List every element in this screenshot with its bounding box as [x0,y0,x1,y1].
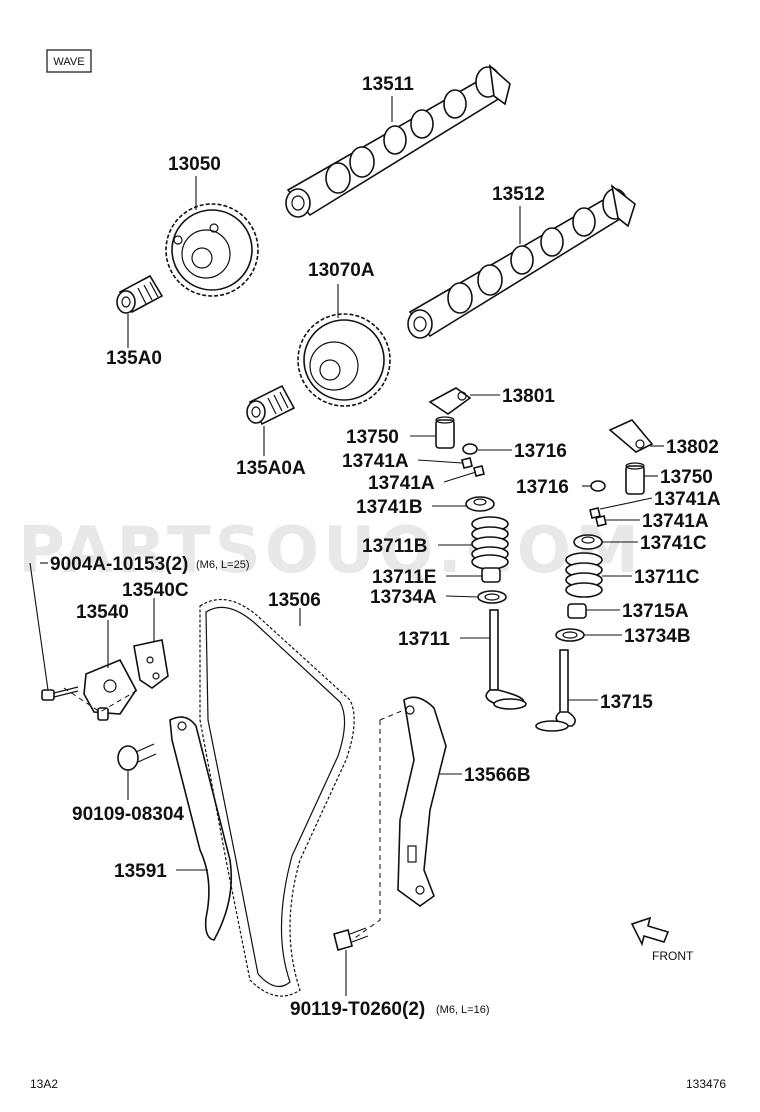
label-13711e: 13711E [372,567,436,588]
label-90119-t0260-note: (M6, L=16) [436,1004,490,1016]
chain-tensioner-13540[interactable] [83,658,137,721]
label-13711: 13711 [398,629,450,650]
assembly-guide-lines [63,687,405,941]
camshaft-13511[interactable] [285,63,511,218]
front-label: FRONT [652,949,694,963]
label-13802: 13802 [666,437,719,458]
valve-lifter-13716-right[interactable] [590,480,606,492]
spring-seat-13734a[interactable] [477,590,507,604]
wave-tag-label: WAVE [53,56,84,68]
chain-slipper-13566b[interactable] [397,696,447,907]
label-13711b: 13711B [362,536,428,557]
label-13506: 13506 [268,590,321,611]
label-90109-08304: 90109-08304 [72,804,184,825]
label-13711c: 13711C [634,567,700,588]
leader-lines [29,96,664,996]
watermark: PARTSOUQ.COM [18,514,643,588]
label-13741b: 13741B [356,497,423,518]
spring-retainer-13741b[interactable] [465,496,495,512]
valve-spring-13711c[interactable] [565,552,603,598]
label-13540c: 13540C [122,580,189,601]
label-13750-right: 13750 [660,467,713,488]
footer-left-code: 13A2 [30,1077,58,1091]
chain-tensioner-bracket-13540c[interactable] [133,639,169,689]
wave-tag: WAVE [46,49,92,73]
label-13734a: 13734A [370,587,437,608]
label-13716-right: 13716 [516,477,569,498]
bolt-135a0[interactable] [116,274,164,314]
bolt-135a0a[interactable] [246,384,296,426]
timing-chain-13506[interactable] [199,598,355,997]
label-9004a-10153-note: (M6, L=25) [196,559,250,571]
valve-spring-13711b[interactable] [471,516,509,570]
label-13750-left: 13750 [346,427,399,448]
valve-lifter-13716-left[interactable] [462,443,478,455]
bolt-90119-t0260[interactable] [333,927,369,951]
label-13801: 13801 [502,386,555,407]
label-90119-t0260: 90119-T0260(2) [290,999,425,1020]
intake-valve-13711[interactable] [485,609,527,710]
valve-seal-13711e[interactable] [481,567,501,583]
label-13741a-left-2: 13741A [368,473,435,494]
valve-keepers-13741a-left[interactable] [461,457,485,477]
bolt-9004a-10153[interactable] [41,686,79,701]
spring-retainer-13741c[interactable] [573,534,603,550]
label-13741a-right-2: 13741A [642,511,709,532]
label-13050: 13050 [168,154,221,175]
label-135a0: 135A0 [106,348,162,369]
cam-sprocket-13070a[interactable] [297,313,391,407]
label-13741a-right-1: 13741A [654,489,721,510]
label-13512: 13512 [492,184,545,205]
valve-keepers-13741a-right[interactable] [589,507,607,527]
label-13734b: 13734B [624,626,691,647]
rocker-arm-13801[interactable] [428,387,472,415]
label-13070a: 13070A [308,260,375,281]
label-13566b: 13566B [464,765,531,786]
label-13741c: 13741C [640,533,707,554]
label-13741a-left-1: 13741A [342,451,409,472]
rocker-arm-13802[interactable] [608,419,654,453]
front-arrow-icon [630,916,670,947]
cam-sprocket-13050[interactable] [165,203,259,297]
label-13540: 13540 [76,602,129,623]
lash-adjuster-13750-left[interactable] [435,416,455,449]
label-13715a: 13715A [622,601,689,622]
label-13715: 13715 [600,692,653,713]
footer-right-code: 133476 [686,1077,726,1091]
label-13591: 13591 [114,861,167,882]
label-13716-left: 13716 [514,441,567,462]
label-135a0a: 135A0A [236,458,306,479]
camshaft-13512[interactable] [407,184,636,339]
label-13511: 13511 [362,74,414,95]
chain-guide-13591[interactable] [169,716,233,941]
spring-seat-13734b[interactable] [555,628,585,642]
lash-adjuster-13750-right[interactable] [625,462,645,495]
label-9004a-10153: 9004A-10153(2) [50,554,188,575]
valve-seal-13715a[interactable] [567,603,587,619]
bolt-90109-08304[interactable] [117,743,157,771]
exhaust-valve-13715[interactable] [535,649,576,732]
